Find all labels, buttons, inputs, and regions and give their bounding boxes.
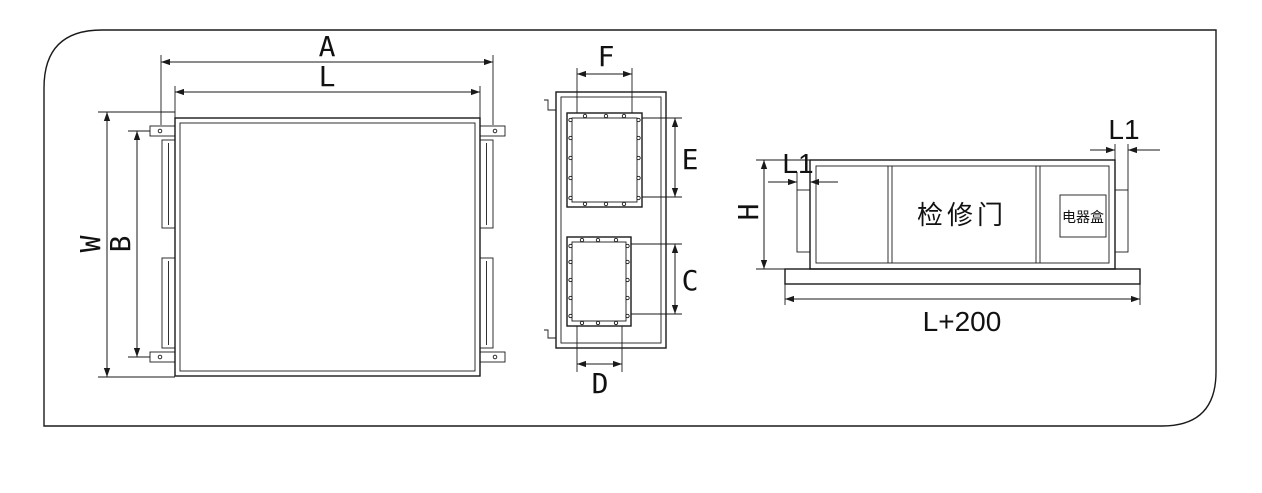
electrical-box — [1059, 194, 1107, 238]
drawing-frame — [43, 29, 1217, 427]
dimension-h-label: H — [732, 204, 765, 221]
dimension-l1-left-label: L1 — [782, 148, 813, 179]
unit-body-inner — [179, 122, 476, 372]
dimension-l-label: L — [319, 60, 336, 93]
dimension-f-label: F — [598, 40, 615, 73]
base-plate — [784, 268, 1141, 285]
dimension-d-label: D — [592, 367, 609, 400]
access-door-label: 检修门 — [917, 201, 1007, 231]
dimension-l1-right-label: L1 — [1108, 114, 1139, 145]
flange-top — [566, 112, 643, 208]
dimension-b-label: B — [104, 236, 137, 253]
flange-bottom — [566, 236, 632, 327]
electrical-box-label: 电器盒 — [1062, 209, 1104, 226]
end-view: F E C D — [544, 40, 698, 400]
side-view: 电器盒 检修门 H L1 L1 L+200 — [732, 114, 1160, 337]
dimension-l-plus-label: L+200 — [923, 306, 1002, 337]
top-view: A L W B — [74, 30, 506, 378]
dimension-a-label: A — [319, 30, 336, 63]
dimension-c-label: C — [682, 264, 699, 297]
dimension-e-label: E — [682, 143, 699, 176]
unit-body-outer — [174, 117, 481, 377]
dimension-w-label: W — [74, 235, 107, 252]
end-view-outer — [555, 91, 667, 349]
